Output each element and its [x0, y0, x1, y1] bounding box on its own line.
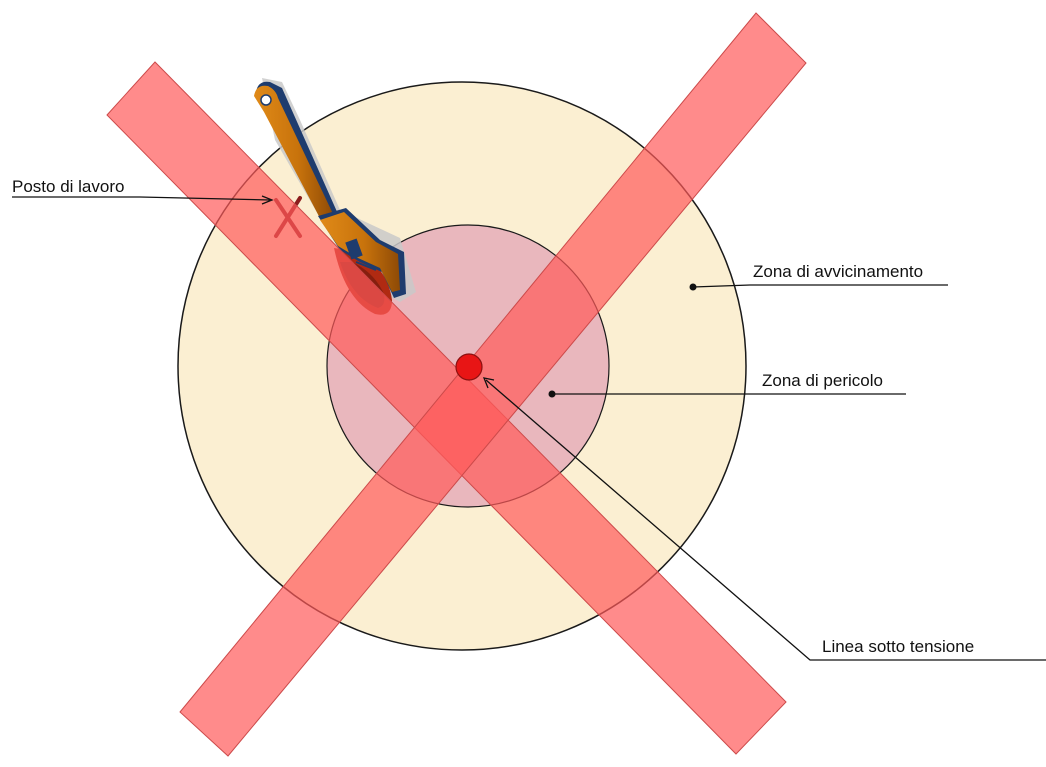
label-danger-zone: Zona di pericolo — [762, 371, 883, 390]
label-live-line: Linea sotto tensione — [822, 637, 974, 656]
danger-zone-pointer-dot — [549, 391, 556, 398]
label-approach-zone: Zona di avvicinamento — [753, 262, 923, 281]
approach-zone-pointer-dot — [690, 284, 697, 291]
live-conductor-dot-icon — [456, 354, 482, 380]
label-workplace: Posto di lavoro — [12, 177, 124, 196]
